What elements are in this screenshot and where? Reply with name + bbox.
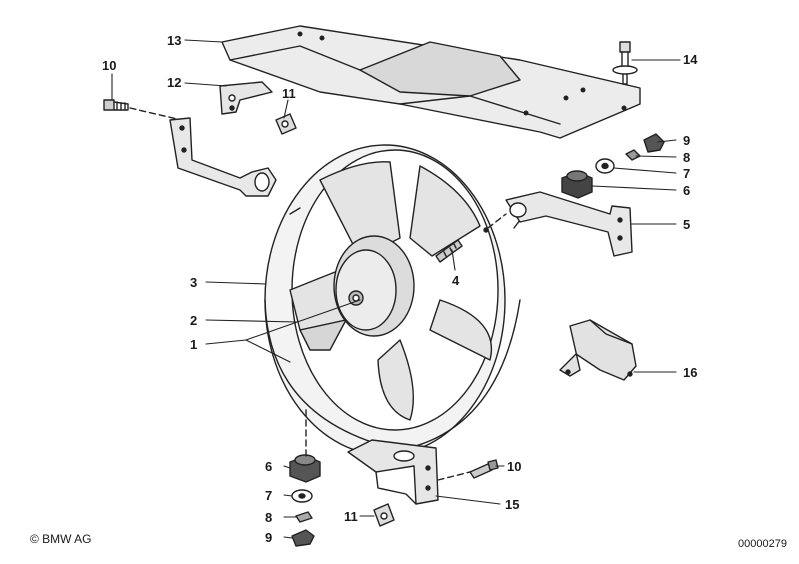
label-part-15: 15	[505, 497, 519, 512]
leader-lines	[111, 39, 681, 539]
label-part-1: 1	[190, 337, 197, 352]
label-part-10: 10	[102, 58, 116, 73]
resistor-module	[559, 319, 637, 381]
right-mount-stack	[561, 133, 665, 199]
nut-clip-upper	[275, 113, 297, 135]
label-part-8-lower: 8	[265, 510, 272, 525]
fan-blades	[289, 161, 492, 421]
document-number: 00000279	[738, 538, 787, 550]
label-part-14: 14	[683, 52, 698, 67]
label-part-8: 8	[683, 150, 690, 165]
part-labels: 13 10 12 11 14 9 8 7 6 5 4 3 2 1 16 6 7 …	[102, 33, 698, 545]
label-part-11: 11	[282, 86, 296, 101]
label-part-3: 3	[190, 275, 197, 290]
label-part-16: 16	[683, 365, 697, 380]
label-part-11-lower: 11	[344, 509, 358, 524]
label-part-2: 2	[190, 313, 197, 328]
label-part-6: 6	[683, 183, 690, 198]
bolt-with-washer	[612, 41, 638, 85]
label-part-7-lower: 7	[265, 488, 272, 503]
label-part-7: 7	[683, 166, 690, 181]
label-part-6-lower: 6	[265, 459, 272, 474]
label-part-4: 4	[452, 273, 460, 288]
right-bracket	[483, 191, 633, 257]
label-part-9-lower: 9	[265, 530, 272, 545]
upper-bracket-small	[219, 81, 273, 115]
lower-bracket	[347, 439, 479, 505]
label-part-5: 5	[683, 217, 690, 232]
copyright-notice: © BMW AG	[30, 532, 92, 546]
connector-screw	[435, 239, 463, 263]
shroud-plate	[221, 25, 641, 139]
label-part-9: 9	[683, 133, 690, 148]
lower-mount-stack	[289, 409, 321, 547]
label-part-13: 13	[167, 33, 181, 48]
motor-hub	[333, 235, 415, 337]
nut-clip-lower	[373, 503, 395, 527]
left-mounting-bracket	[169, 117, 277, 197]
label-part-10-lower: 10	[507, 459, 521, 474]
screw-lower	[469, 459, 499, 479]
label-part-12: 12	[167, 75, 181, 90]
